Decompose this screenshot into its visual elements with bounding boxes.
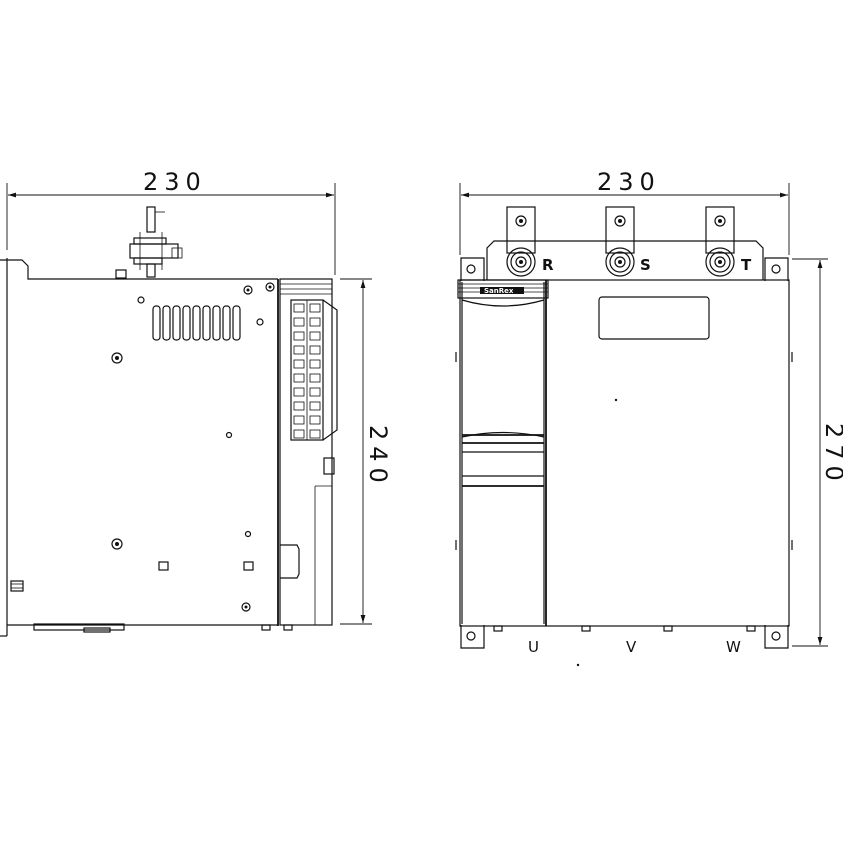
nameplate — [598, 296, 710, 340]
front-width-dimension: 230 — [459, 168, 790, 255]
terminal-label-t: T — [741, 256, 752, 274]
side-view: 230 240 — [0, 168, 392, 637]
side-screws — [111, 282, 275, 612]
terminal-label-r: R — [542, 256, 554, 274]
front-height-dimension: 270 — [792, 258, 843, 647]
terminal-plate — [486, 240, 764, 280]
front-body — [459, 279, 790, 627]
side-vents — [152, 305, 241, 341]
front-side-ticks — [455, 352, 793, 667]
side-height-dimension: 240 — [340, 278, 392, 625]
output-label-v: V — [626, 638, 637, 656]
operator-panel: SanRex — [457, 279, 549, 487]
terminal-label-s: S — [640, 256, 651, 274]
side-height-label: 240 — [364, 425, 392, 489]
front-view: 230 270 R S — [455, 168, 843, 667]
side-width-label: 230 — [143, 168, 207, 196]
terminal-t — [705, 206, 735, 277]
side-width-dimension: 230 — [6, 168, 336, 275]
front-bottom-feet — [493, 625, 756, 632]
terminal-s — [605, 206, 635, 277]
brand-label: SanRex — [484, 287, 514, 295]
side-connector — [280, 299, 338, 579]
terminal-r — [506, 206, 536, 277]
side-bottom — [10, 580, 293, 633]
front-height-label: 270 — [820, 423, 843, 487]
front-width-label: 230 — [597, 168, 661, 196]
front-mount-tabs — [460, 257, 789, 649]
output-label-u: U — [528, 638, 539, 656]
side-top-bracket — [115, 206, 183, 279]
output-label-w: W — [726, 638, 741, 656]
side-body — [0, 258, 333, 637]
